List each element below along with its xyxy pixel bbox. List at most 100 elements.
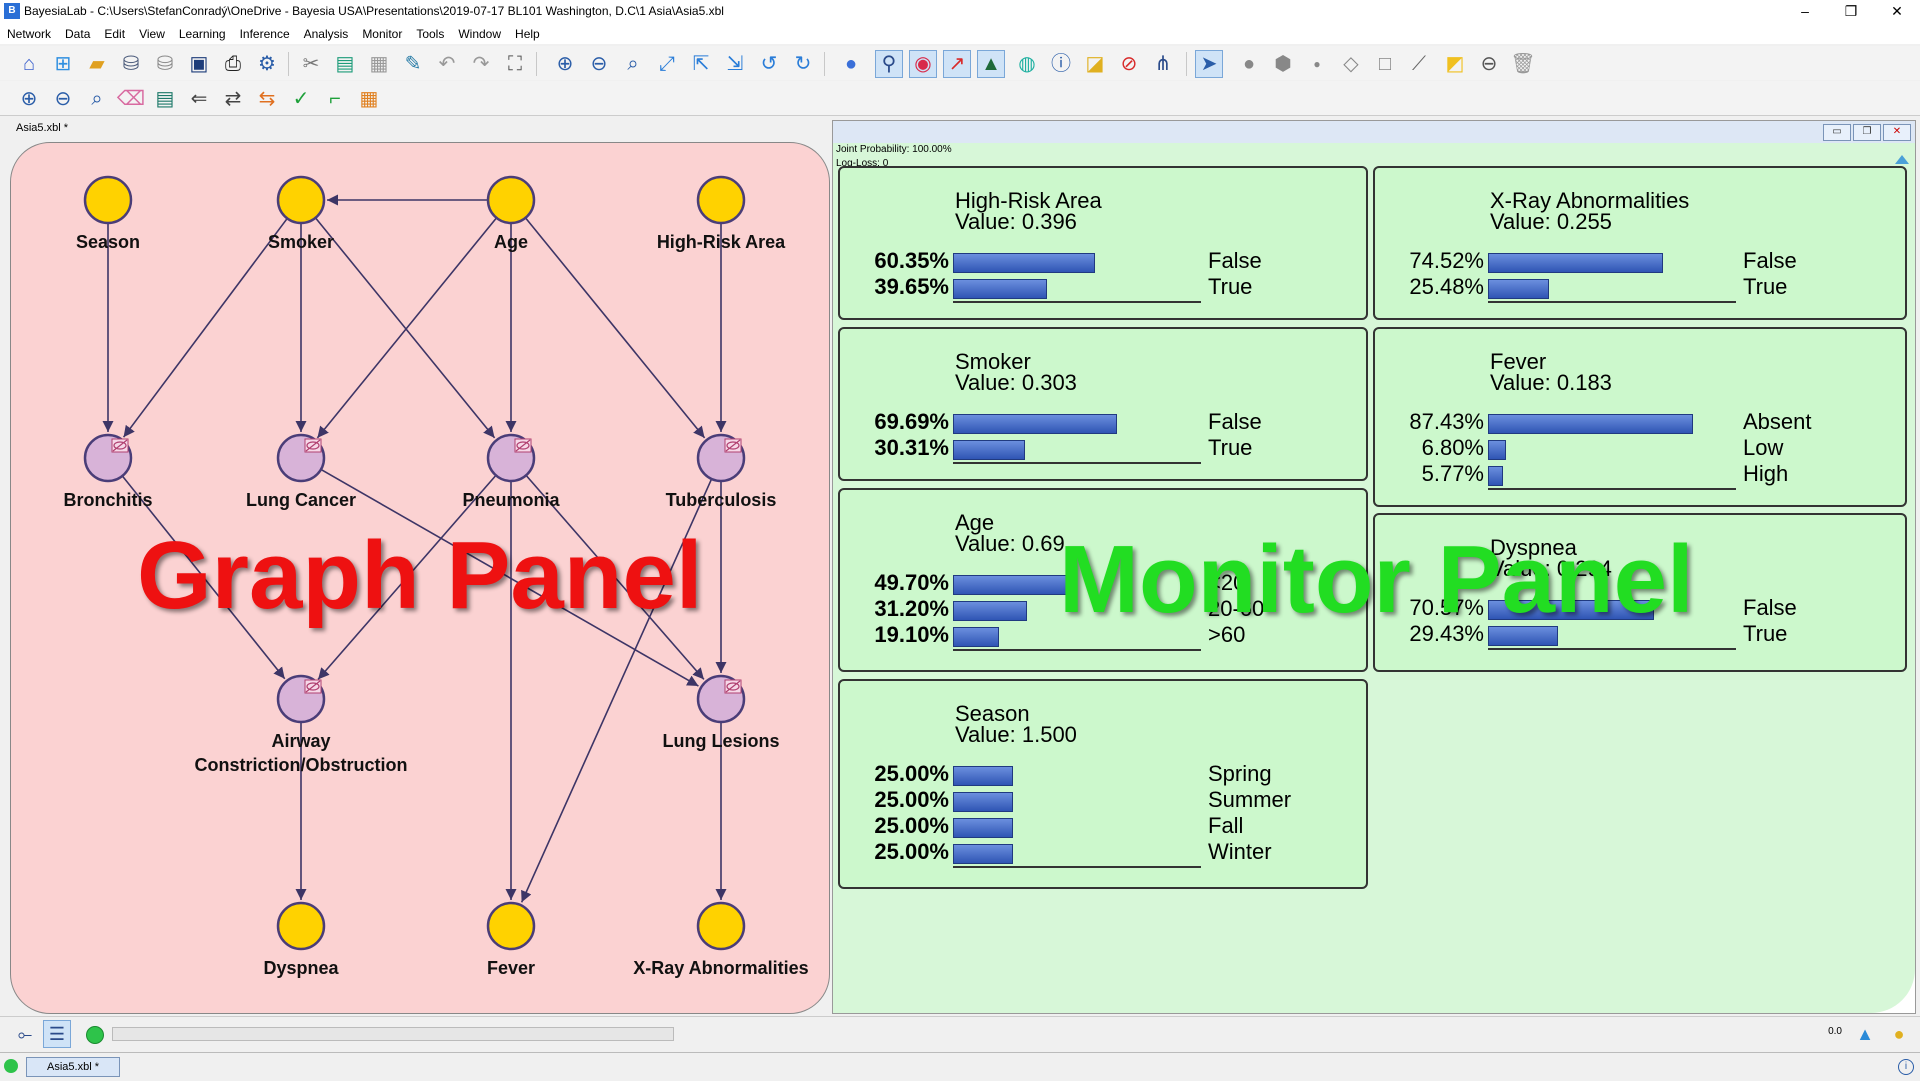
search-node-icon[interactable]: ⌕ xyxy=(91,88,103,110)
swap-arrows-icon[interactable]: ⇄ xyxy=(224,88,242,110)
info-icon[interactable]: i xyxy=(1898,1059,1914,1075)
menu-learning[interactable]: Learning xyxy=(178,27,226,41)
network-layout-icon[interactable]: ⋔ xyxy=(1154,53,1172,75)
node-age[interactable]: Age xyxy=(486,175,536,252)
node-lungcancer[interactable]: Lung Cancer xyxy=(246,433,356,510)
monitor-close-button[interactable]: ✕ xyxy=(1883,124,1911,141)
state-row[interactable]: 25.00%Spring xyxy=(840,763,1366,786)
node-circle[interactable] xyxy=(486,901,536,951)
edge-bronchitis-airway[interactable] xyxy=(121,475,286,680)
state-row[interactable]: 6.80%Low xyxy=(1375,437,1905,460)
arc-tool-icon[interactable]: ↗ xyxy=(943,50,971,78)
collapse-triangle-icon[interactable] xyxy=(1895,155,1909,164)
zoom-out-icon[interactable]: ⊖ xyxy=(590,53,608,75)
node-dyspnea[interactable]: Dyspnea xyxy=(263,901,339,978)
state-row[interactable]: 87.43%Absent xyxy=(1375,411,1905,434)
node-circle[interactable] xyxy=(276,901,326,951)
menu-view[interactable]: View xyxy=(139,27,165,41)
remove-icon[interactable]: ⊖ xyxy=(1480,53,1498,75)
edge-age-lungcancer[interactable] xyxy=(316,217,498,439)
rotate-left-icon[interactable]: ↺ xyxy=(760,53,778,75)
exchange-icon[interactable]: ⇆ xyxy=(258,88,276,110)
database-gray-icon[interactable]: ⛁ xyxy=(156,53,174,75)
node-circle[interactable] xyxy=(83,175,133,225)
copy-icon[interactable]: ▤ xyxy=(335,53,355,75)
binoculars-icon[interactable]: ⛶ xyxy=(508,53,522,75)
paste-icon[interactable]: ▦ xyxy=(369,53,389,75)
state-row[interactable]: 39.65%True xyxy=(840,276,1366,299)
graph-view-icon[interactable]: ⟜ xyxy=(17,1024,33,1044)
menu-analysis[interactable]: Analysis xyxy=(303,27,349,41)
pointer-icon[interactable]: ➤ xyxy=(1195,50,1223,78)
edge-pneumonia-lunglesions[interactable] xyxy=(525,474,705,680)
expand-icon[interactable]: ⇱ xyxy=(692,53,710,75)
fit-icon[interactable]: ⤢ xyxy=(659,53,675,75)
menu-monitor[interactable]: Monitor xyxy=(362,27,403,41)
corner-icon[interactable]: ⌐ xyxy=(329,88,341,110)
open-folder-icon[interactable]: ▰ xyxy=(89,53,105,75)
state-row[interactable]: 25.48%True xyxy=(1375,276,1905,299)
node-season[interactable]: Season xyxy=(76,175,140,252)
menu-window[interactable]: Window xyxy=(458,27,502,41)
learning-mode-icon[interactable]: ⚲ xyxy=(875,50,903,78)
no-entry-icon[interactable]: ⊘ xyxy=(1120,53,1138,75)
hexagon-node-icon[interactable]: ⬢ xyxy=(1274,53,1292,75)
menu-network[interactable]: Network xyxy=(7,27,52,41)
print-icon[interactable]: ⎙ xyxy=(225,53,241,75)
node-smoker[interactable]: Smoker xyxy=(268,175,334,252)
coins-icon[interactable]: ● xyxy=(1893,1024,1905,1044)
state-row[interactable]: 30.31%True xyxy=(840,437,1366,460)
settings-icon[interactable]: ⚙ xyxy=(258,53,276,75)
state-row[interactable]: 25.00%Winter xyxy=(840,841,1366,864)
monitor-minimize-button[interactable]: ▭ xyxy=(1823,124,1851,141)
zoom-icon[interactable]: ⌕ xyxy=(627,53,639,75)
state-row[interactable]: 69.69%False xyxy=(840,411,1366,434)
zoom-node-icon[interactable]: ⊕ xyxy=(20,88,38,110)
restore-button[interactable]: ❐ xyxy=(1844,3,1858,19)
close-button[interactable]: ✕ xyxy=(1891,3,1903,19)
evidence-icon[interactable]: ◉ xyxy=(909,50,937,78)
monitor-view-icon[interactable]: ☰ xyxy=(43,1020,71,1048)
node-hra[interactable]: High-Risk Area xyxy=(657,175,786,252)
document-tab[interactable]: Asia5.xbl * xyxy=(16,122,68,134)
node-bronchitis[interactable]: Bronchitis xyxy=(63,433,153,510)
table-edit-icon[interactable]: ▤ xyxy=(155,88,175,110)
node-tuberculosis[interactable]: Tuberculosis xyxy=(666,433,777,510)
menu-tools[interactable]: Tools xyxy=(416,27,445,41)
state-row[interactable]: 29.43%True xyxy=(1375,623,1905,646)
small-node-icon[interactable]: ● xyxy=(1313,57,1321,71)
state-row[interactable]: 70.57%False xyxy=(1375,597,1905,620)
cut-icon[interactable]: ✂ xyxy=(302,53,320,75)
add-table-icon[interactable]: ▦ xyxy=(359,88,379,110)
database-icon[interactable]: ⛁ xyxy=(122,53,140,75)
distribution-icon[interactable]: ▲ xyxy=(1856,1024,1874,1044)
redo-icon[interactable]: ↷ xyxy=(472,53,490,75)
info-icon[interactable]: ⓘ xyxy=(1051,53,1071,75)
node-icon[interactable]: ● xyxy=(844,53,858,75)
node-circle[interactable] xyxy=(486,175,536,225)
menu-edit[interactable]: Edit xyxy=(104,27,126,41)
node-circle[interactable] xyxy=(696,175,746,225)
shrink-icon[interactable]: ⇲ xyxy=(726,53,744,75)
arrows-left-icon[interactable]: ⇐ xyxy=(190,88,208,110)
state-row[interactable]: 60.35%False xyxy=(840,250,1366,273)
home-icon[interactable]: ⌂ xyxy=(22,53,36,75)
state-row[interactable]: 25.00%Fall xyxy=(840,815,1366,838)
diamond-node-icon[interactable]: ◇ xyxy=(1343,53,1359,75)
edge-tuberculosis-fever[interactable] xyxy=(520,478,713,903)
save-icon[interactable]: ▣ xyxy=(189,53,209,75)
state-row[interactable]: 5.77%High xyxy=(1375,463,1905,486)
node-pneumonia[interactable]: Pneumonia xyxy=(462,433,560,510)
node-fever[interactable]: Fever xyxy=(486,901,536,978)
edge-age-tuberculosis[interactable] xyxy=(524,217,706,439)
minimize-button[interactable]: – xyxy=(1801,3,1809,19)
sticky-note-icon[interactable]: ◩ xyxy=(1445,53,1465,75)
